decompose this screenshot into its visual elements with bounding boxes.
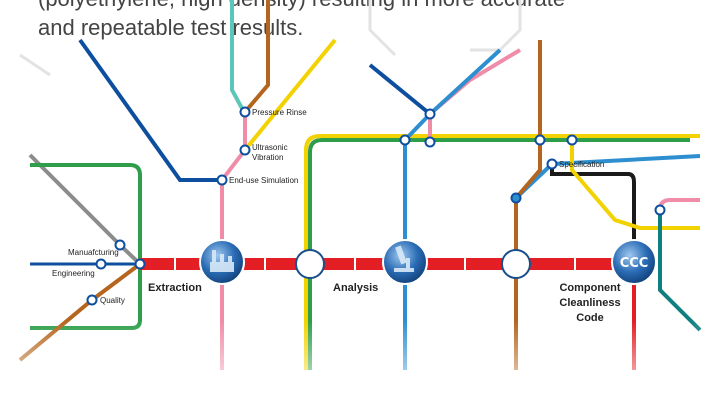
intro-text: (polyethylene, high density) resulting i… — [38, 0, 678, 42]
label-end-use: End-use Simulation — [229, 176, 298, 185]
station-end-use[interactable] — [216, 174, 228, 186]
label-pressure-rinse: Pressure Rinse — [252, 108, 307, 117]
station-yellow-right[interactable] — [566, 134, 578, 146]
brown-right-line — [514, 40, 542, 370]
station-pressure-rinse[interactable] — [239, 106, 251, 118]
ccc-badge-icon: CCC — [620, 256, 649, 271]
pink-upper-line — [428, 48, 522, 142]
analysis-hub[interactable] — [382, 239, 428, 285]
station-engineering[interactable] — [95, 258, 107, 270]
blue-right-line — [514, 154, 701, 200]
label-analysis: Analysis — [333, 282, 378, 294]
label-quality: Quality — [100, 296, 125, 305]
station-ultrasonic[interactable] — [239, 144, 251, 156]
teal-top-line — [230, 0, 246, 113]
green-main-line — [308, 138, 690, 370]
label-ultrasonic-1: Ultrasonic — [252, 143, 288, 152]
microscope-icon — [394, 245, 414, 272]
station-quality[interactable] — [86, 294, 98, 306]
station-green-1[interactable] — [399, 134, 411, 146]
black-line — [550, 164, 636, 250]
ccc-hub[interactable]: CCC — [611, 239, 657, 285]
navy-line — [78, 38, 222, 182]
station-teal-right[interactable] — [654, 204, 666, 216]
intro-line-1: (polyethylene, high density) resulting i… — [38, 0, 565, 11]
factory-icon — [210, 250, 234, 272]
teal-right-line — [658, 210, 702, 332]
label-ultrasonic-2: Vibration — [252, 153, 283, 162]
label-engineering: Engineering — [52, 269, 95, 278]
label-ccc-3: Code — [576, 312, 604, 324]
label-specification: Specification — [559, 160, 604, 169]
station-specification[interactable] — [546, 158, 558, 170]
bottom-fade — [0, 320, 709, 412]
extraction-hub[interactable] — [199, 239, 245, 285]
station-manufacturing[interactable] — [114, 239, 126, 251]
yellow-upper-line — [243, 38, 337, 152]
station-green-3[interactable] — [534, 134, 546, 146]
station-dots — [86, 106, 666, 306]
pink-right-line — [658, 198, 700, 211]
intro-line-2: and repeatable test results. — [38, 15, 304, 40]
label-ccc-2: Cleanliness — [559, 297, 620, 309]
station-junction-left[interactable] — [134, 258, 146, 270]
station-top-diag[interactable] — [424, 108, 436, 120]
interchange-brown[interactable] — [501, 249, 531, 279]
blue-diagonal-line — [403, 48, 502, 142]
faint-lines — [19, 0, 522, 77]
label-extraction: Extraction — [148, 282, 202, 294]
navy-diagonal-line — [368, 63, 432, 116]
interchange-green[interactable] — [295, 249, 325, 279]
yellow-main-line — [304, 134, 700, 370]
brown-top-line — [243, 0, 270, 114]
label-ccc-1: Component — [559, 282, 620, 294]
station-green-2[interactable] — [424, 136, 436, 148]
label-manufacturing: Manuafcturing — [68, 248, 119, 257]
red-line-ticks — [174, 258, 576, 270]
station-brown-blue[interactable] — [510, 192, 522, 204]
